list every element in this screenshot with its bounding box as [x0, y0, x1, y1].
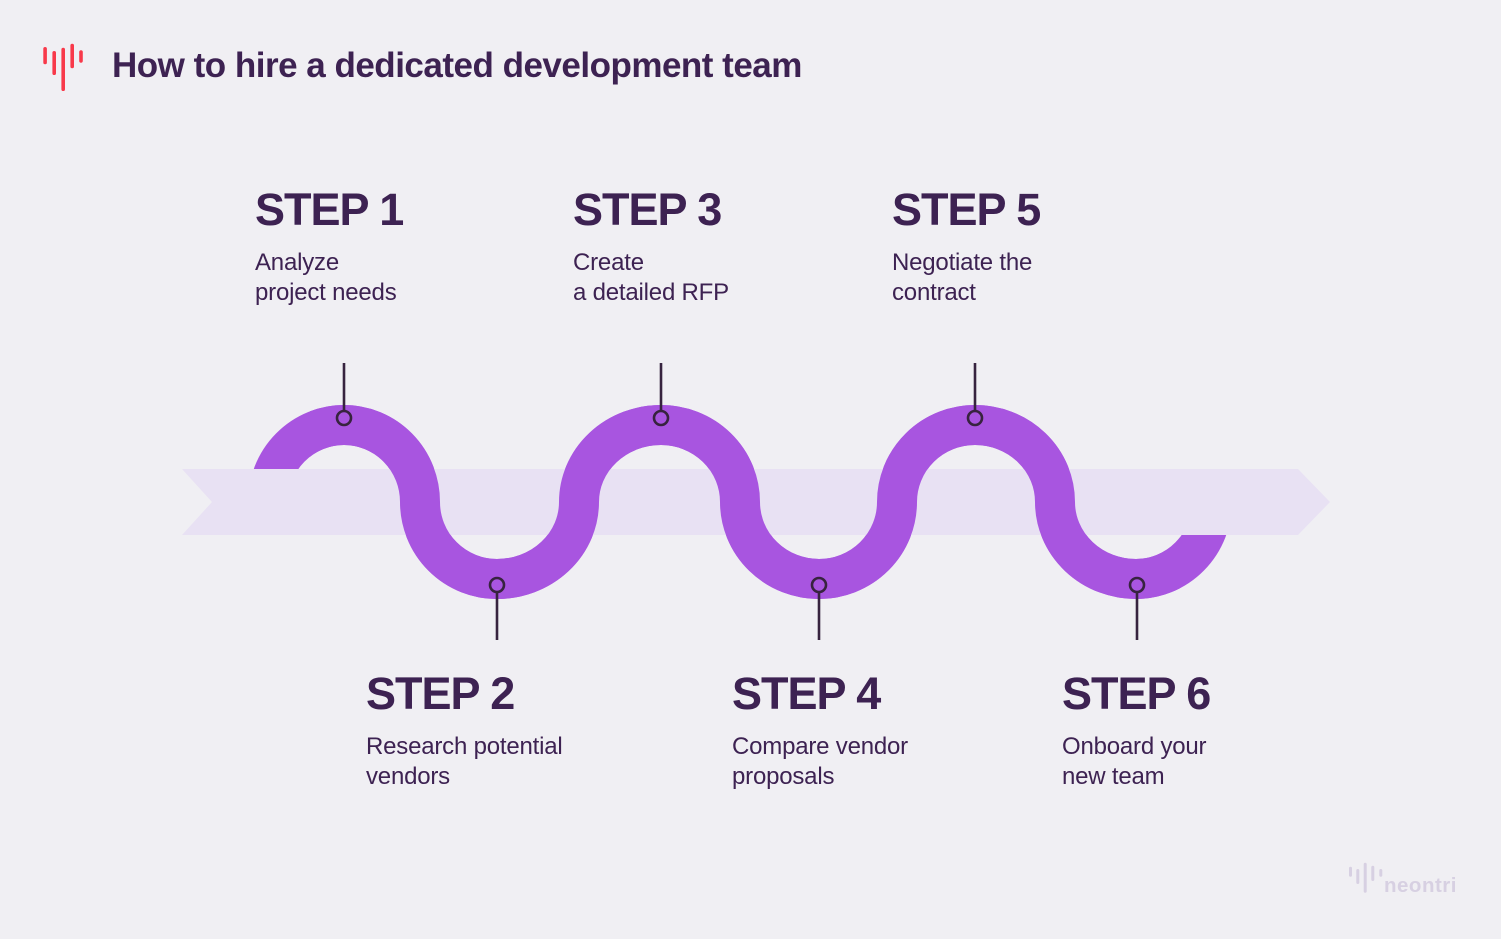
waveform-icon — [43, 43, 83, 91]
step-1-title: STEP 1 — [255, 184, 404, 235]
step-6-description: Onboard your new team — [1062, 732, 1210, 792]
waveform-bar — [79, 50, 83, 63]
step-3-title: STEP 3 — [573, 184, 722, 235]
step-2-desc-line: Research potential — [366, 733, 563, 760]
connectors — [335, 363, 1146, 640]
step-5-description: Negotiate the contract — [892, 248, 1040, 308]
waveform-bar — [1379, 869, 1383, 877]
neontri-logo: neontri — [1349, 862, 1457, 897]
waveform-bar — [70, 43, 74, 69]
brand-name: neontri — [1384, 874, 1457, 897]
step-6: STEP 6 Onboard your new team — [1062, 668, 1211, 792]
step-2-description: Research potential vendors — [366, 732, 563, 792]
step-1-desc-line: project needs — [255, 279, 397, 306]
step-1-description: Analyze project needs — [255, 248, 403, 308]
step-2-title: STEP 2 — [366, 668, 515, 719]
step-4-node — [810, 576, 828, 594]
step-6-node — [1128, 576, 1146, 594]
step-1: STEP 1 Analyze project needs — [255, 184, 404, 308]
step-6-desc-line: Onboard your — [1062, 733, 1207, 760]
step-1-desc-line: Analyze — [255, 249, 339, 276]
step-3: STEP 3 Create a detailed RFP — [573, 187, 729, 308]
step-5-node — [966, 409, 984, 427]
step-6-title: STEP 6 — [1062, 668, 1211, 719]
step-3-desc-line: Create — [573, 249, 644, 276]
waveform-bar — [1371, 865, 1375, 881]
step-5-desc-line: contract — [892, 279, 976, 306]
step-1-node — [335, 409, 353, 427]
step-4-desc-line: proposals — [732, 763, 835, 790]
waveform-bar — [52, 51, 56, 75]
step-4: STEP 4 Compare vendor proposals — [732, 671, 908, 792]
step-4-desc-line: Compare vendor — [732, 733, 908, 760]
step-5: STEP 5 Negotiate the contract — [892, 184, 1041, 308]
step-4-title: STEP 4 — [732, 668, 881, 719]
waveform-bar — [1363, 862, 1367, 893]
step-5-title: STEP 5 — [892, 184, 1041, 235]
waveform-icon — [1349, 862, 1383, 893]
waveform-bar — [1356, 869, 1360, 884]
step-3-description: Create a detailed RFP — [573, 248, 729, 308]
wave-path-over — [310, 404, 1180, 600]
step-3-node — [652, 409, 670, 427]
step-2-node — [488, 576, 506, 594]
step-2: STEP 2 Research potential vendors — [366, 671, 563, 792]
step-2-desc-line: vendors — [366, 763, 450, 790]
step-3-desc-line: a detailed RFP — [573, 279, 729, 306]
waveform-bar — [1349, 866, 1352, 877]
step-6-desc-line: new team — [1062, 763, 1165, 790]
page-title: How to hire a dedicated development team — [112, 46, 802, 85]
step-5-desc-line: Negotiate the — [892, 249, 1033, 276]
waveform-bar — [61, 47, 65, 91]
waveform-bar — [43, 47, 47, 65]
step-4-description: Compare vendor proposals — [732, 732, 908, 792]
